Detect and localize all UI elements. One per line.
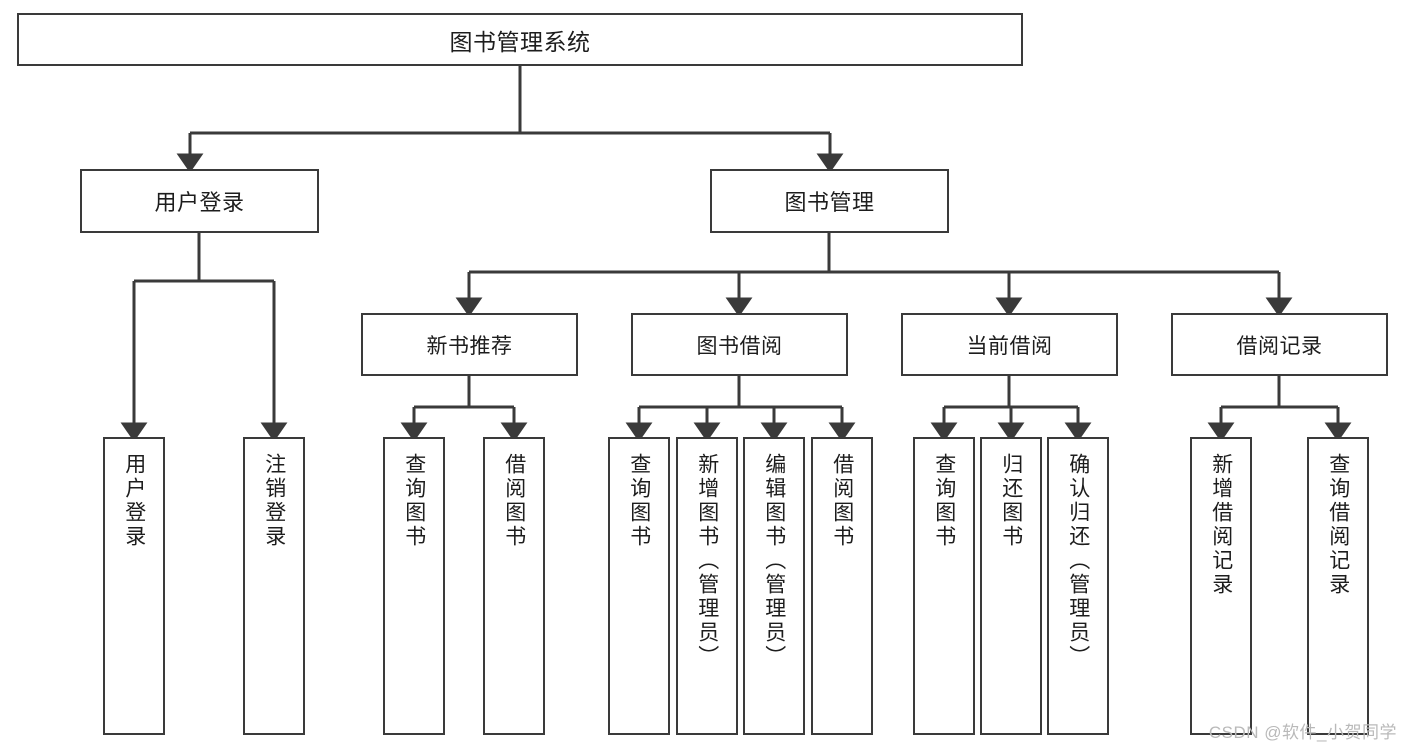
leaf-label: 查询图书 (932, 453, 956, 549)
leaf-current-query-books[interactable]: 查询图书 (913, 437, 975, 735)
node-label: 图书管理 (784, 190, 875, 215)
node-book-management[interactable]: 图书管理 (710, 169, 949, 233)
node-label: 图书借阅 (696, 334, 783, 358)
node-root-book-management-system[interactable]: 图书管理系统 (17, 13, 1023, 66)
leaf-borrow-add-book-admin[interactable]: 新增图书（管理员） (676, 437, 738, 735)
node-user-login[interactable]: 用户登录 (80, 169, 319, 233)
node-label: 新书推荐 (426, 334, 513, 358)
node-label: 当前借阅 (966, 334, 1053, 358)
leaf-borrow-edit-book-admin[interactable]: 编辑图书（管理员） (743, 437, 805, 735)
csdn-watermark: CSDN @软件_小贺同学 (1208, 723, 1397, 742)
leaf-borrow-borrow-books[interactable]: 借阅图书 (811, 437, 873, 735)
leaf-label: 归还图书 (999, 453, 1023, 549)
leaf-new-book-borrow-books[interactable]: 借阅图书 (483, 437, 545, 735)
leaf-label: 新增借阅记录 (1209, 453, 1233, 597)
leaf-user-login-login[interactable]: 用户登录 (103, 437, 165, 735)
node-new-book-recommend[interactable]: 新书推荐 (361, 313, 578, 376)
leaf-label: 查询图书 (402, 453, 426, 549)
node-borrow-records[interactable]: 借阅记录 (1171, 313, 1388, 376)
leaf-user-login-logout[interactable]: 注销登录 (243, 437, 305, 735)
leaf-records-query-record[interactable]: 查询借阅记录 (1307, 437, 1369, 735)
leaf-label: 注销登录 (262, 453, 286, 549)
leaf-borrow-query-books[interactable]: 查询图书 (608, 437, 670, 735)
leaf-current-confirm-return-admin[interactable]: 确认归还（管理员） (1047, 437, 1109, 735)
leaf-current-return-books[interactable]: 归还图书 (980, 437, 1042, 735)
leaf-label: 查询图书 (627, 453, 651, 549)
leaf-label: 新增图书（管理员） (695, 453, 719, 669)
node-current-borrow[interactable]: 当前借阅 (901, 313, 1118, 376)
leaf-label: 确认归还（管理员） (1066, 453, 1090, 669)
leaf-label: 用户登录 (122, 453, 146, 549)
leaf-label: 查询借阅记录 (1326, 453, 1350, 597)
leaf-records-add-record[interactable]: 新增借阅记录 (1190, 437, 1252, 735)
leaf-label: 借阅图书 (502, 453, 526, 549)
node-label: 图书管理系统 (449, 28, 591, 55)
leaf-new-book-query-books[interactable]: 查询图书 (383, 437, 445, 735)
node-label: 用户登录 (154, 190, 245, 215)
node-book-borrow[interactable]: 图书借阅 (631, 313, 848, 376)
leaf-label: 编辑图书（管理员） (762, 453, 786, 669)
node-label: 借阅记录 (1236, 334, 1323, 358)
leaf-label: 借阅图书 (830, 453, 854, 549)
